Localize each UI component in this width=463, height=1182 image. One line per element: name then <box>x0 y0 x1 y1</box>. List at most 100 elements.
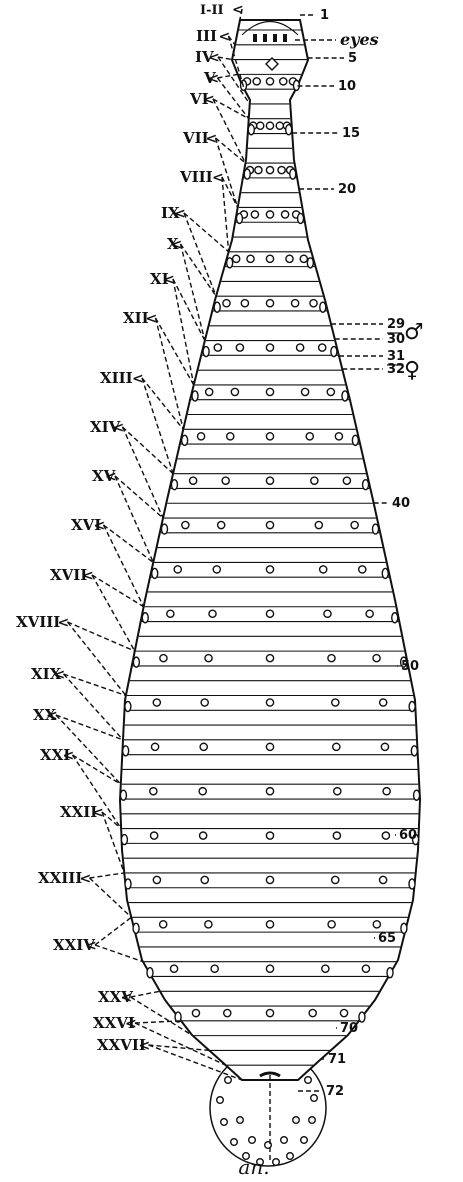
somite-label: VIII <box>179 168 213 186</box>
lateral-nephridiopore <box>392 613 398 623</box>
annulus-number: 15 <box>342 126 360 141</box>
sensilla <box>366 610 373 617</box>
sucker-papilla <box>287 1153 294 1160</box>
sensilla <box>292 300 299 307</box>
sensilla <box>382 832 389 839</box>
somite-label: III <box>196 27 217 45</box>
lateral-nephridiopore <box>411 746 417 756</box>
sensilla <box>311 477 318 484</box>
sensilla <box>190 477 197 484</box>
lateral-nephridiopore <box>236 213 242 223</box>
annulus-number: 30 <box>387 332 405 347</box>
sensilla <box>150 788 157 795</box>
sensilla <box>160 921 167 928</box>
lateral-nephridiopore <box>182 435 188 445</box>
arrow-head: < <box>54 667 66 683</box>
somite-pointer <box>156 318 194 385</box>
arrow-head: < <box>174 206 186 222</box>
somite-pointer <box>184 213 216 296</box>
annulus-number: 32 <box>387 362 405 377</box>
annulus-number: 71 <box>328 1052 346 1067</box>
sucker-papilla <box>249 1137 256 1144</box>
sensilla <box>222 477 229 484</box>
eye-spot <box>283 34 287 42</box>
lateral-nephridiopore <box>409 701 415 711</box>
arrow-head: < <box>219 29 231 45</box>
annulus-number: 40 <box>392 496 410 511</box>
sensilla <box>333 832 340 839</box>
somite-pointer <box>115 476 163 518</box>
sensilla <box>151 832 158 839</box>
sucker-papilla <box>231 1139 238 1146</box>
sensilla <box>328 655 335 662</box>
sensilla <box>322 965 329 972</box>
somite-pointer <box>68 622 126 695</box>
lateral-nephridiopore <box>203 347 209 357</box>
lateral-nephridiopore <box>161 524 167 534</box>
sensilla <box>309 1009 316 1016</box>
sensilla <box>332 699 339 706</box>
sucker-papilla <box>305 1077 312 1084</box>
sensilla <box>266 743 273 750</box>
sensilla <box>266 610 273 617</box>
sensilla <box>197 433 204 440</box>
sensilla <box>266 921 273 928</box>
sensilla <box>340 1009 347 1016</box>
arrow-head: < <box>203 92 215 108</box>
sensilla <box>266 788 273 795</box>
sensilla <box>231 388 238 395</box>
eyes-label: eyes <box>340 30 379 49</box>
sensilla <box>200 743 207 750</box>
anus-label: an. <box>238 1155 269 1179</box>
sensilla <box>153 699 160 706</box>
somite-pointer <box>135 1021 181 1023</box>
sensilla <box>266 122 273 129</box>
lateral-nephridiopore <box>133 923 139 933</box>
sensilla <box>205 655 212 662</box>
sucker-papilla <box>221 1119 228 1126</box>
lateral-nephridiopore <box>142 613 148 623</box>
arrow-head: < <box>146 311 158 327</box>
annulus-number: 50 <box>401 659 419 674</box>
arrow-head: < <box>94 518 106 534</box>
sensilla <box>343 477 350 484</box>
sensilla <box>381 743 388 750</box>
arrow-head: < <box>206 131 218 147</box>
somite-pointer <box>64 674 124 740</box>
arrow-head: < <box>212 170 224 186</box>
lateral-nephridiopore <box>120 790 126 800</box>
lateral-nephridiopore <box>152 568 158 578</box>
sensilla <box>218 521 225 528</box>
sensilla <box>160 655 167 662</box>
eye-spot <box>253 34 257 42</box>
sensilla <box>201 876 208 883</box>
sensilla <box>266 255 273 262</box>
annulus-number: 60 <box>399 828 417 843</box>
lateral-nephridiopore <box>342 391 348 401</box>
sensilla <box>373 921 380 928</box>
somite-pointer <box>216 138 246 163</box>
sensilla <box>200 832 207 839</box>
arrow-head: < <box>113 420 125 436</box>
sensilla <box>266 78 273 85</box>
sensilla <box>333 743 340 750</box>
sensilla <box>167 610 174 617</box>
sensilla <box>276 122 283 129</box>
sensilla <box>281 211 288 218</box>
arrow-head: < <box>139 1038 151 1054</box>
lateral-nephridiopore <box>363 480 369 490</box>
sensilla <box>241 300 248 307</box>
arrow-head: < <box>208 71 220 87</box>
somite-pointer <box>95 917 131 945</box>
sensilla <box>324 610 331 617</box>
sensilla <box>266 344 273 351</box>
arrow-head: < <box>63 748 75 764</box>
somite-pointer <box>104 525 154 562</box>
arrow-head: < <box>121 990 133 1006</box>
sensilla <box>380 876 387 883</box>
sensilla <box>373 655 380 662</box>
annulus-number: 20 <box>338 182 356 197</box>
lateral-nephridiopore <box>409 879 415 889</box>
sucker-papilla <box>281 1137 288 1144</box>
